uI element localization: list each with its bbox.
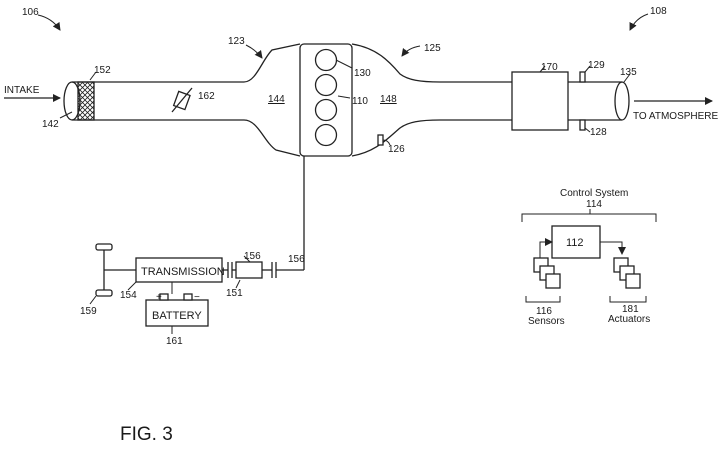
label-159: 159 [80,306,97,317]
leader-126 [382,139,391,146]
air-filter [77,81,95,121]
leader-123 [245,44,263,59]
label-130: 130 [354,68,371,79]
label-actuators: Actuators [608,314,650,325]
label-181: 181 [622,304,639,315]
label-intake: INTAKE [4,85,40,96]
engine-block [299,43,353,157]
leader-108 [629,13,649,31]
label-154: 154 [120,290,137,301]
label-106: 106 [22,7,39,18]
label-142: 142 [42,119,59,130]
label-116: 116 [536,306,552,317]
label-152: 152 [94,65,111,76]
label-135: 135 [620,67,637,78]
label-151: 151 [226,288,243,299]
figure-caption: FIG. 3 [120,424,173,445]
emission-control-device [511,71,569,131]
label-sensors: Sensors [528,316,565,327]
battery-box [145,293,209,327]
battery-plus-sign: + [156,292,162,303]
label-162: 162 [198,91,215,102]
actuators-bracket [609,296,647,303]
control-system-bracket [521,213,657,222]
leader-125 [401,45,421,57]
leader-130 [335,59,353,69]
label-156-top: 156 [244,251,261,262]
label-144: 144 [268,94,285,105]
label-129: 129 [588,60,605,71]
sensor-to-controller-arrow [539,238,553,258]
sensors-bracket [525,296,561,303]
exhaust-manifold [351,43,512,157]
tailpipe [568,81,630,121]
label-170: 170 [541,62,558,73]
leader-142 [59,111,73,119]
label-148: 148 [380,94,397,105]
label-126: 126 [388,144,405,155]
torque-converter-151 [235,261,263,279]
leader-152 [89,71,97,81]
label-114: 114 [586,199,602,210]
label-control-system: Control System [560,188,628,199]
actuators-stack [613,257,641,289]
label-112: 112 [566,237,584,249]
label-battery: BATTERY [152,310,202,322]
leader-106 [37,14,61,31]
exhaust-sensor-126 [377,134,384,146]
label-transmission: TRANSMISSION [141,266,225,278]
label-128: 128 [590,127,607,138]
transmission-box [135,257,223,283]
leader-129 [584,65,591,73]
leader-110 [337,95,351,99]
label-to-atmosphere: TO ATMOSPHERE [633,111,719,122]
controller-to-actuator-arrow [600,241,626,255]
sensor-128 [579,119,586,131]
label-108: 108 [650,6,667,17]
throttle-valve [171,87,193,113]
sensors-stack [533,257,561,289]
leader-135 [623,73,631,83]
label-123: 123 [228,36,245,47]
label-156-right: 156 [288,254,305,265]
leader-170 [539,65,546,73]
sensor-129 [579,71,586,83]
leader-128 [584,127,591,133]
label-161: 161 [166,336,183,347]
label-110: 110 [352,96,368,107]
battery-minus-sign: − [194,292,200,303]
drive-wheels [95,243,136,297]
label-125: 125 [424,43,441,54]
